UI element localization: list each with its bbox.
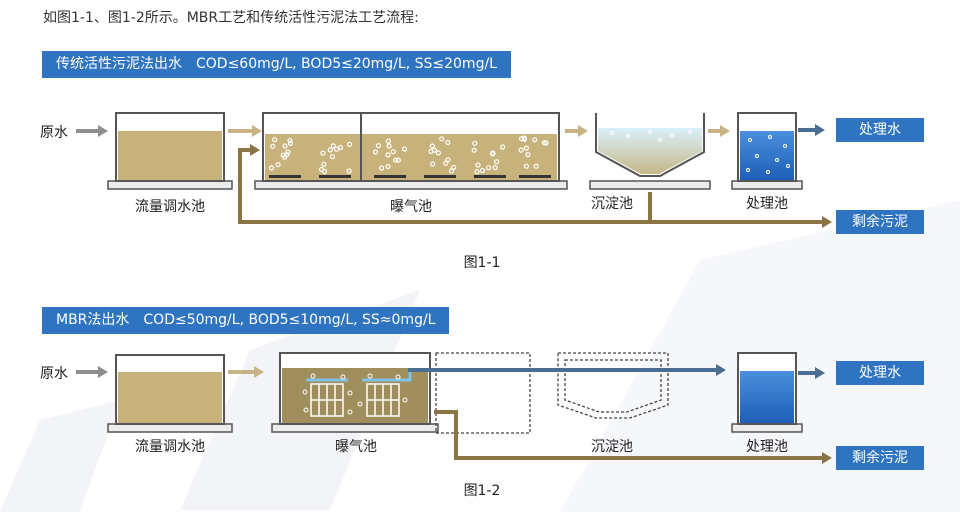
fig2-membrane-module-2: [366, 383, 400, 417]
fig2-caption: 图1-2: [463, 483, 501, 499]
fig1-arrow-to-aeration: [228, 125, 262, 137]
fig1-return-arrowhead: [250, 144, 260, 156]
fig2-removed-tank-ghost: [435, 352, 531, 434]
fig2-treatment-tank: [731, 352, 803, 433]
fig2-removed-sedimentation-ghost: [557, 352, 669, 419]
fig1-inflow-arrow: [76, 125, 108, 137]
fig1-sludge-arrowhead: [822, 216, 832, 228]
fig2-sludge-pipe: [434, 410, 822, 460]
fig2-equalization-label: 流量调水池: [135, 439, 205, 455]
fig1-caption: 图1-1: [463, 255, 501, 271]
fig1-sedimentation-label: 沉淀池: [591, 196, 633, 212]
fig2-permeate-pipe: [408, 364, 726, 376]
fig1-arrow-to-treatment: [708, 125, 730, 137]
fig1-equalization-label: 流量调水池: [135, 199, 205, 215]
fig1-sludge-pipe: [238, 148, 822, 224]
fig1-treatment-label: 处理池: [746, 196, 788, 212]
fig2-arrow-to-aeration: [228, 366, 264, 378]
fig1-equalization-tank: [107, 112, 233, 190]
fig1-treated-water-box: 处理水: [836, 118, 924, 142]
fig1-sedimentation-tank: [589, 113, 711, 190]
fig1-treated-outflow-arrow: [798, 124, 825, 136]
fig1-treatment-tank: [731, 112, 803, 190]
fig2-equalization-tank: [107, 354, 233, 433]
fig2-sludge-arrowhead: [822, 452, 832, 464]
fig1-aeration-tank: [254, 112, 568, 190]
fig1-aeration-label: 曝气池: [390, 199, 432, 215]
fig2-treated-water-box: 处理水: [836, 361, 924, 385]
intro-text: 如图1-1、图1-2所示。MBR工艺和传统活性污泥法工艺流程:: [43, 10, 419, 26]
fig1-effluent-banner: 传统活性污泥法出水 COD≤60mg/L, BOD5≤20mg/L, SS≤20…: [42, 51, 511, 78]
fig2-raw-water-label: 原水: [40, 366, 68, 382]
fig2-treatment-label: 处理池: [746, 439, 788, 455]
fig2-inflow-arrow: [76, 366, 108, 378]
fig1-raw-water-label: 原水: [40, 125, 68, 141]
fig2-membrane-module-1: [310, 383, 344, 417]
fig2-aeration-label: 曝气池: [335, 439, 377, 455]
fig2-mbr-aeration-tank: [271, 352, 439, 433]
fig1-excess-sludge-box: 剩余污泥: [836, 210, 924, 234]
fig2-excess-sludge-box: 剩余污泥: [836, 446, 924, 470]
fig1-arrow-to-sedimentation: [565, 125, 588, 137]
fig2-effluent-banner: MBR法出水 COD≤50mg/L, BOD5≤10mg/L, SS≈0mg/L: [42, 307, 450, 334]
fig2-sedimentation-label: 沉淀池: [591, 439, 633, 455]
fig2-treated-outflow-arrow: [798, 367, 825, 379]
